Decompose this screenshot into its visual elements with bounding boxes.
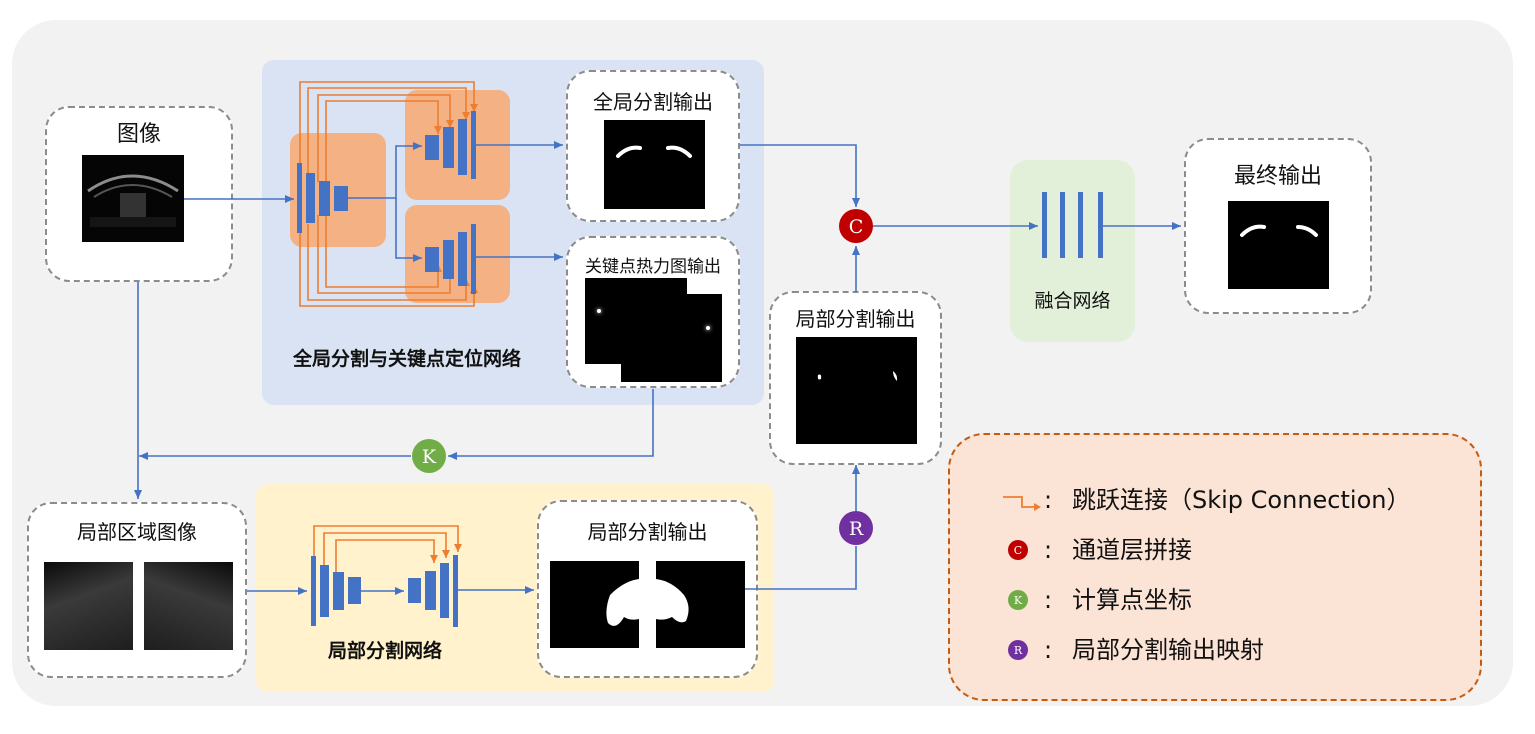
keypoint-dot-left — [597, 309, 601, 313]
image-box-title: 图像 — [116, 122, 161, 147]
svg-text:K: K — [422, 446, 437, 468]
legend-remap-label: 局部分割输出映射 — [1072, 636, 1264, 664]
svg-text:R: R — [849, 518, 864, 540]
flow-arrows — [134, 141, 1181, 595]
legend-row-keypoint: K : 计算点坐标 — [950, 583, 1480, 617]
local-seg-output-mid-title: 局部分割输出 — [795, 307, 916, 331]
svg-text:K: K — [1014, 594, 1023, 607]
svg-text:R: R — [1014, 644, 1023, 657]
heatmap-output-title: 关键点热力图输出 — [585, 257, 721, 277]
local-seg-output-bottom-title: 局部分割输出 — [587, 520, 708, 544]
concat-operator: C — [839, 209, 873, 243]
local-crop-left — [44, 562, 133, 650]
keypoint-operator: K — [412, 439, 446, 473]
keypoint-dot-right — [706, 326, 710, 330]
legend-row-skip: : 跳跃连接（Skip Connection） — [950, 483, 1480, 517]
local-seg-mask-right-graphic — [656, 579, 689, 623]
local-region-image-title: 局部区域图像 — [77, 520, 197, 544]
local-seg-mask-left-graphic — [606, 579, 639, 626]
input-eye-image — [82, 155, 184, 242]
seg-decoder-layers — [425, 111, 476, 179]
local-encoder-layers — [311, 556, 361, 626]
local-seg-mask-mapped — [796, 337, 917, 444]
skip-connection-icon — [1003, 496, 1041, 511]
legend-concat-label: 通道层拼接 — [1072, 536, 1192, 564]
local-skip-connections — [313, 525, 462, 572]
global-skip-connections — [299, 81, 478, 307]
concat-icon: C — [1008, 540, 1028, 560]
global-seg-output-title: 全局分割输出 — [593, 90, 713, 114]
global-network-label: 全局分割与关键点定位网络 — [292, 348, 521, 370]
local-seg-mask-right — [656, 561, 745, 648]
input-eye-image-graphic — [87, 174, 179, 227]
legend-row-concat: C : 通道层拼接 — [950, 533, 1480, 567]
image-box: 图像 — [45, 106, 233, 282]
local-seg-mask-left — [550, 561, 639, 648]
remap-icon: R — [1008, 640, 1028, 660]
heatmap-decoder-layers — [425, 224, 476, 294]
svg-text:C: C — [1014, 544, 1022, 557]
fusion-network-region — [1010, 160, 1135, 342]
global-seg-mask — [604, 120, 705, 209]
fusion-layers — [1042, 192, 1103, 258]
fusion-network-label: 融合网络 — [1034, 290, 1111, 312]
local-decoder-layers — [408, 555, 458, 627]
remap-operator: R — [839, 511, 873, 545]
legend-keypoint-label: 计算点坐标 — [1072, 586, 1192, 614]
legend-row-remap: R : 局部分割输出映射 — [950, 633, 1480, 667]
final-output-mask — [1228, 201, 1329, 289]
final-output-title: 最终输出 — [1233, 164, 1322, 189]
local-seg-mask-mapped-graphic — [817, 371, 898, 381]
global-seg-mask-graphic — [616, 145, 692, 158]
local-network-label: 局部分割网络 — [327, 640, 442, 662]
keypoint-icon: K — [1008, 590, 1028, 610]
heatmap-image — [585, 278, 722, 382]
local-crop-right — [144, 562, 233, 650]
legend-skip-label: 跳跃连接（Skip Connection） — [1072, 486, 1411, 514]
legend: : 跳跃连接（Skip Connection） C : 通道层拼接 K : 计算… — [948, 433, 1482, 701]
final-output-mask-graphic — [1240, 224, 1318, 237]
global-encoder-layers — [297, 163, 348, 233]
svg-text:C: C — [849, 216, 864, 238]
